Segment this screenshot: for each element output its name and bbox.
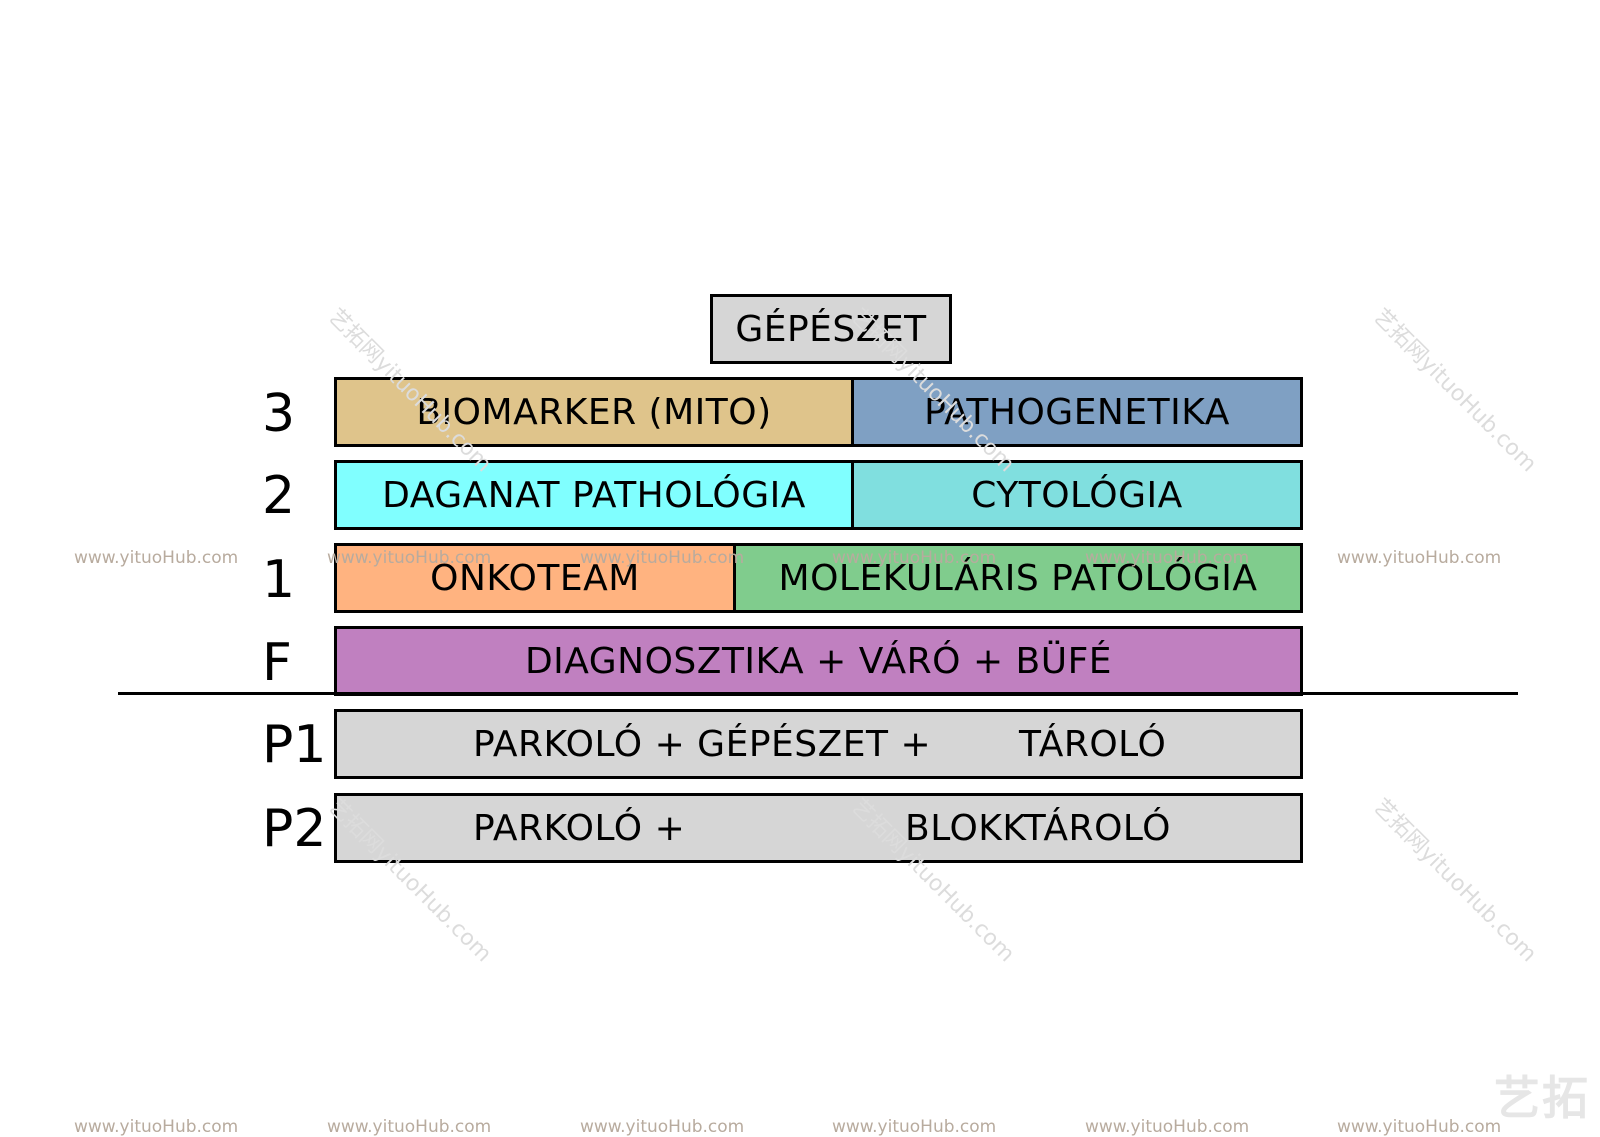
floor-label-p2: P2 [262,799,327,859]
block-label-left: PARKOLÓ + GÉPÉSZET + [473,723,932,765]
block-label: ONKOTEAM [430,557,640,599]
floor-2-block-cytologia: CYTOLÓGIA [851,460,1303,530]
roof-block-gepeszet: GÉPÉSZET [710,294,952,364]
floor-label-p1: P1 [262,715,327,775]
floor-p1-block-parkolo: PARKOLÓ + GÉPÉSZET + TÁROLÓ [334,709,1303,779]
block-label: DIAGNOSZTIKA + VÁRÓ + BÜFÉ [524,640,1113,682]
block-label: CYTOLÓGIA [971,474,1183,516]
watermark-text: www.yituoHub.com [1337,1117,1502,1137]
floor-f-block-diagnosztika: DIAGNOSZTIKA + VÁRÓ + BÜFÉ [334,626,1303,696]
floor-1-block-onkoteam: ONKOTEAM [334,543,736,613]
floor-label-3: 3 [262,384,296,444]
watermark-text: www.yituoHub.com [580,1117,745,1137]
watermark-text: www.yituoHub.com [327,1117,492,1137]
floor-label-1: 1 [262,550,296,610]
block-label-left: PARKOLÓ + [473,807,686,849]
watermark-text: www.yituoHub.com [832,1117,997,1137]
ground-level-line [118,692,1518,695]
floor-p2-block-parkolo: PARKOLÓ + BLOKKTÁROLÓ [334,793,1303,863]
floor-3-block-pathogenetika: PATHOGENETIKA [851,377,1303,447]
watermark-text: www.yituoHub.com [580,548,745,568]
roof-block-label: GÉPÉSZET [735,308,927,350]
watermark-text: www.yituoHub.com [832,548,997,568]
block-label: DAGANAT PATHOLÓGIA [382,474,806,516]
watermark-text: www.yituoHub.com [327,548,492,568]
watermark-diagonal: 艺拓网yituoHub.com [1368,304,1542,478]
watermark-text: www.yituoHub.com [74,548,239,568]
block-label-right: TÁROLÓ [1019,723,1167,765]
watermark-text: www.yituoHub.com [1337,548,1502,568]
floor-label-2: 2 [262,466,296,526]
floor-3-block-biomarker: BIOMARKER (MITO) [334,377,854,447]
watermark-diagonal: 艺拓网yituoHub.com [1368,794,1542,968]
watermark-text: www.yituoHub.com [74,1117,239,1137]
watermark-text: www.yituoHub.com [1085,548,1250,568]
floor-2-block-daganat-pathologia: DAGANAT PATHOLÓGIA [334,460,854,530]
floor-label-f: F [262,633,292,693]
block-label: PATHOGENETIKA [924,391,1230,433]
watermark-text: www.yituoHub.com [1085,1117,1250,1137]
block-label-right: BLOKKTÁROLÓ [905,807,1172,849]
floor-1-block-molekularis-patologia: MOLEKULÁRIS PATOLÓGIA [733,543,1303,613]
block-label: MOLEKULÁRIS PATOLÓGIA [778,557,1258,599]
watermark-logo: 艺拓 [1494,1071,1590,1125]
block-label: BIOMARKER (MITO) [416,391,772,433]
